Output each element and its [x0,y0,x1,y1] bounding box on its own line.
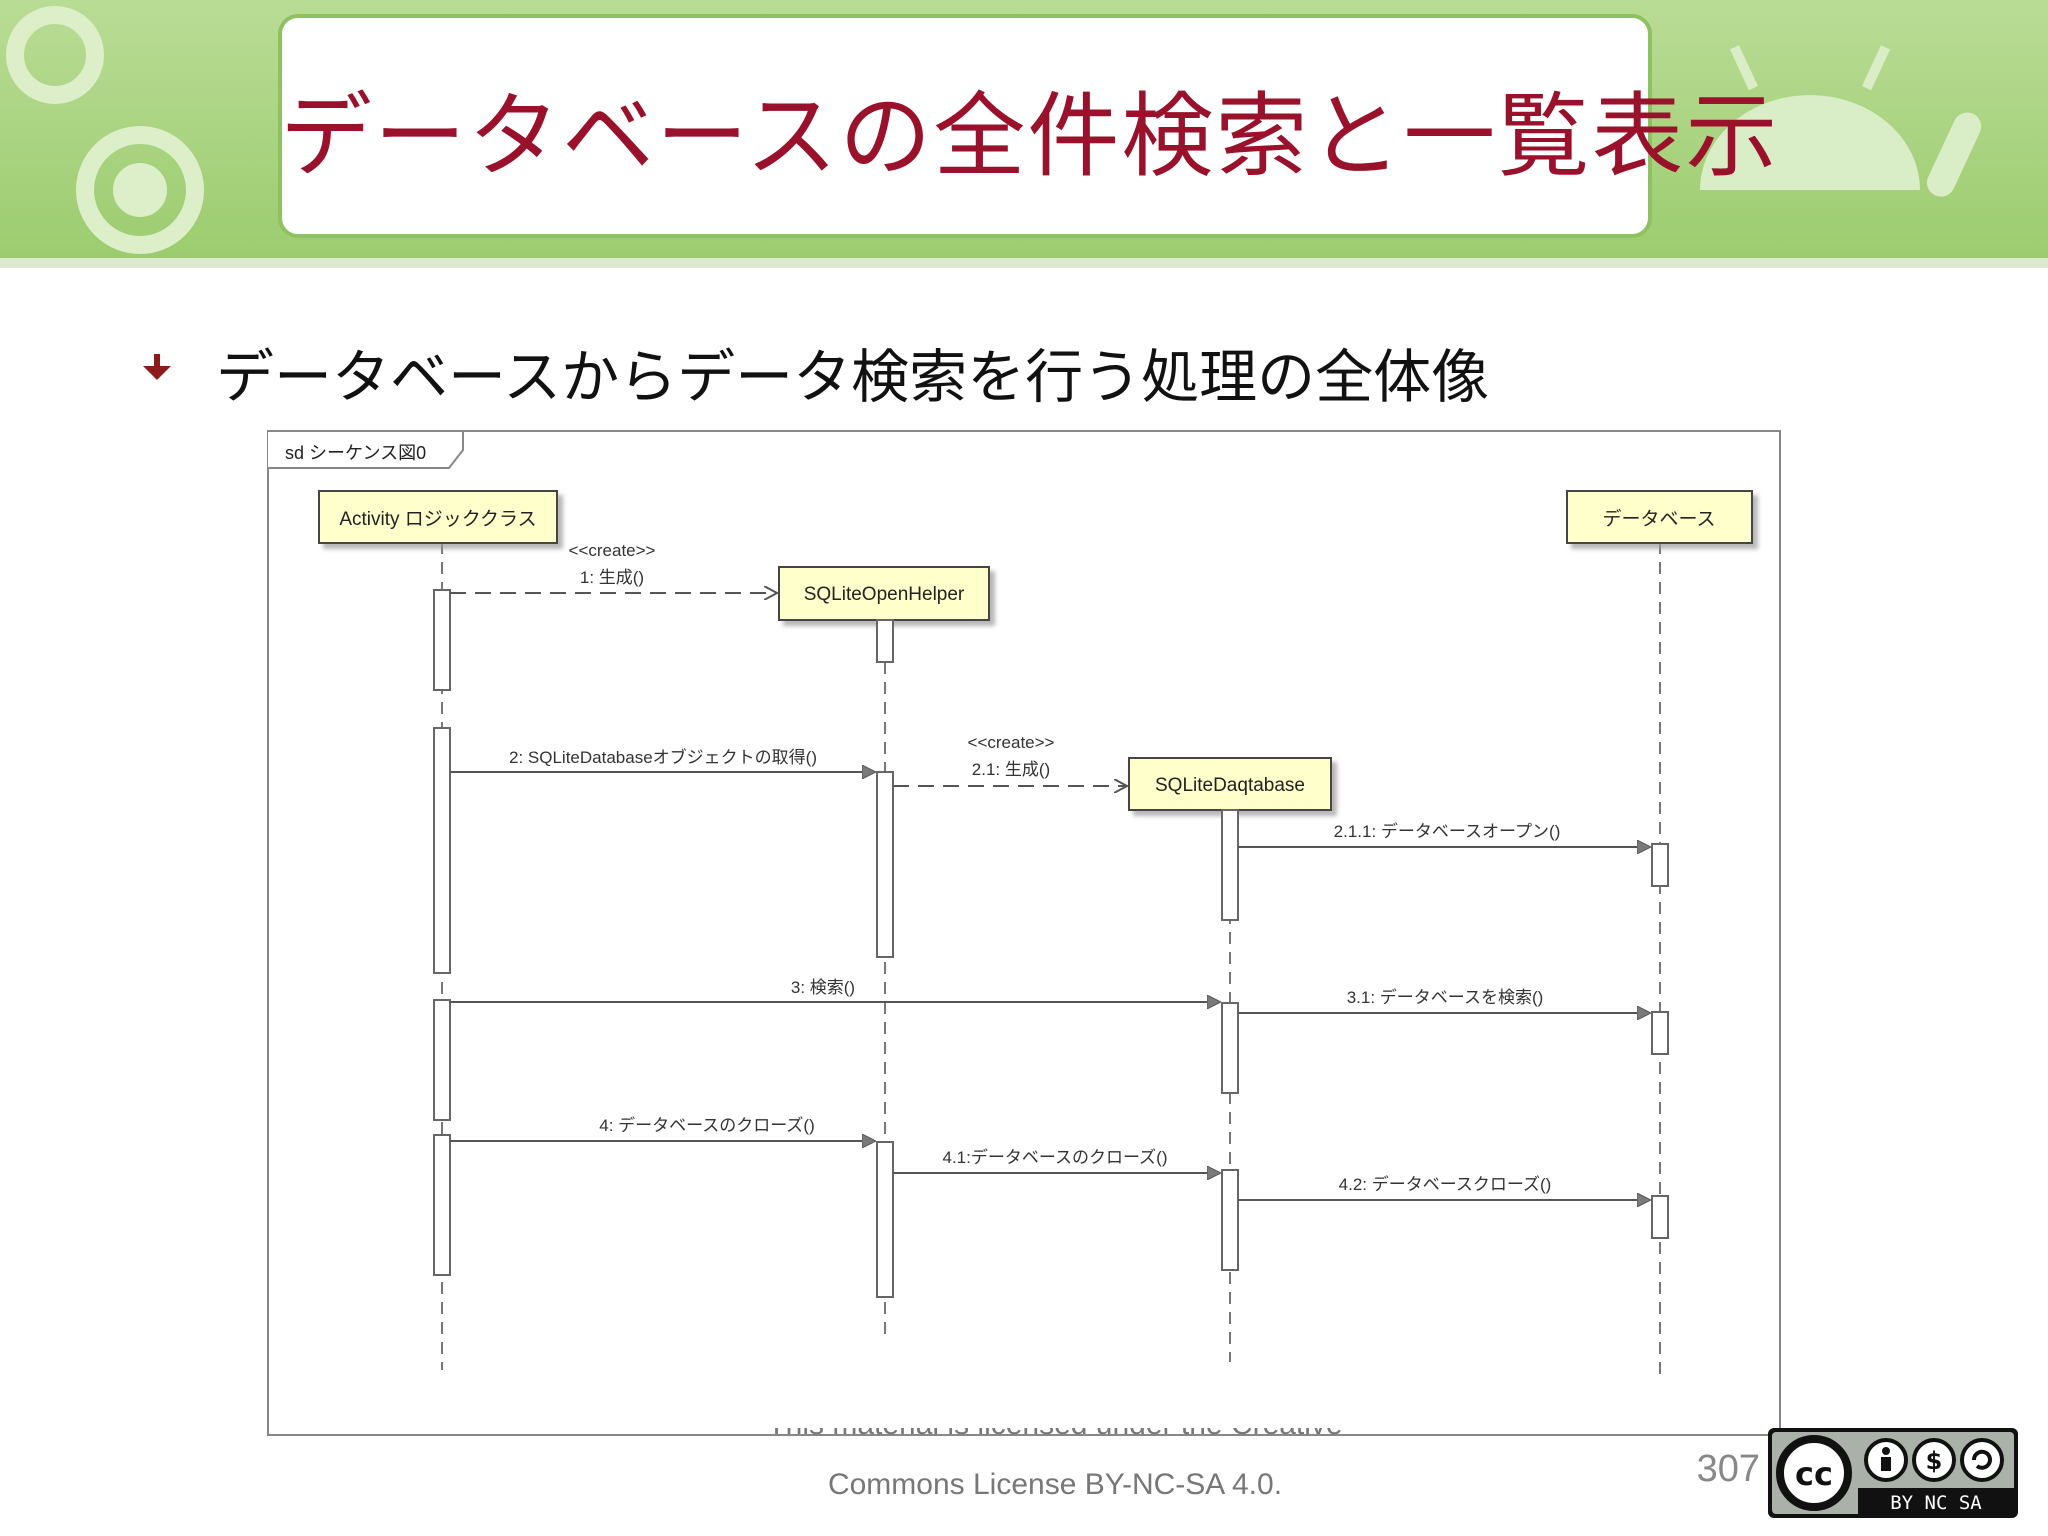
activation [1221,1169,1239,1271]
slide-title: データベースの全件検索と一覧表示 [280,83,1780,190]
participant-activity [318,490,558,544]
participant-sqlitedb-label: SQLiteDaqtabase [1155,775,1305,796]
activation [433,589,451,691]
message-label-1-stereotype: <<create>> [569,541,656,560]
sharealike-icon [1960,1438,2004,1482]
participant-openhelper [778,566,990,621]
message-label-2-1-1: 2.1.1: データベースオープン() [1334,821,1561,841]
license-notice: This material is licensed under the Crea… [690,1428,1420,1508]
activation [1221,809,1239,921]
message-label-1: 1: 生成() [580,568,644,587]
svg-text:$: $ [1926,1447,1943,1475]
title-panel [278,14,1652,238]
activation [1221,1002,1239,1094]
page-number: 307 [1696,1448,1760,1490]
license-parts-text: BY NC SA [1890,1492,1982,1514]
diagram-frame [267,430,1781,1436]
title-banner [0,0,2048,268]
participant-openhelper-label: SQLiteOpenHelper [804,584,965,605]
activation [433,727,451,974]
activation [876,771,894,958]
participant-activity-label: Activity ロジッククラス [339,508,536,530]
noncommercial-icon [1912,1438,1956,1482]
activation [433,999,451,1121]
arrow-bullet-icon [143,354,171,380]
cc-icon [1776,1435,1852,1511]
android-robot-icon [1700,45,1982,197]
message-label-2: 2: SQLiteDatabaseオブジェクトの取得() [509,747,817,767]
frame-label: sd シーケンス図0 [285,443,426,463]
activation [876,619,894,663]
activation [876,1141,894,1298]
cc-text: cc [1795,1455,1833,1493]
participant-database-label: データベース [1602,508,1715,530]
message-label-4-2: 4.2: データベースクローズ() [1339,1174,1552,1194]
message-label-3: 3: 検索() [791,978,855,997]
license-line-1: This material is licensed under the Crea… [690,1428,1420,1442]
activation [1651,1195,1669,1239]
activation [1651,843,1669,887]
activation [433,1134,451,1276]
participant-sqlitedb [1128,757,1332,811]
message-label-4: 4: データベースのクローズ() [599,1115,815,1135]
bullet-text: データベースからデータ検索を行う処理の全体像 [216,343,1490,411]
message-label-2-1-stereotype: <<create>> [968,733,1055,752]
message-label-3-1: 3.1: データベースを検索() [1347,987,1544,1007]
gear-icon [6,6,204,254]
license-line-2: Commons License BY-NC-SA 4.0. [827,1468,1283,1501]
cc-license-badge: cc $ BY NC SA [1768,1428,2018,1518]
message-label-2-1: 2.1: 生成() [972,760,1050,779]
sequence-diagram: sd シーケンス図0 Activity ロジッククラス SQLiteOpenHe… [267,430,1781,1436]
message-label-4-1: 4.1:データベースのクローズ() [943,1147,1168,1167]
participant-database [1566,490,1753,544]
activation [1651,1011,1669,1055]
frame-tab [268,430,464,469]
